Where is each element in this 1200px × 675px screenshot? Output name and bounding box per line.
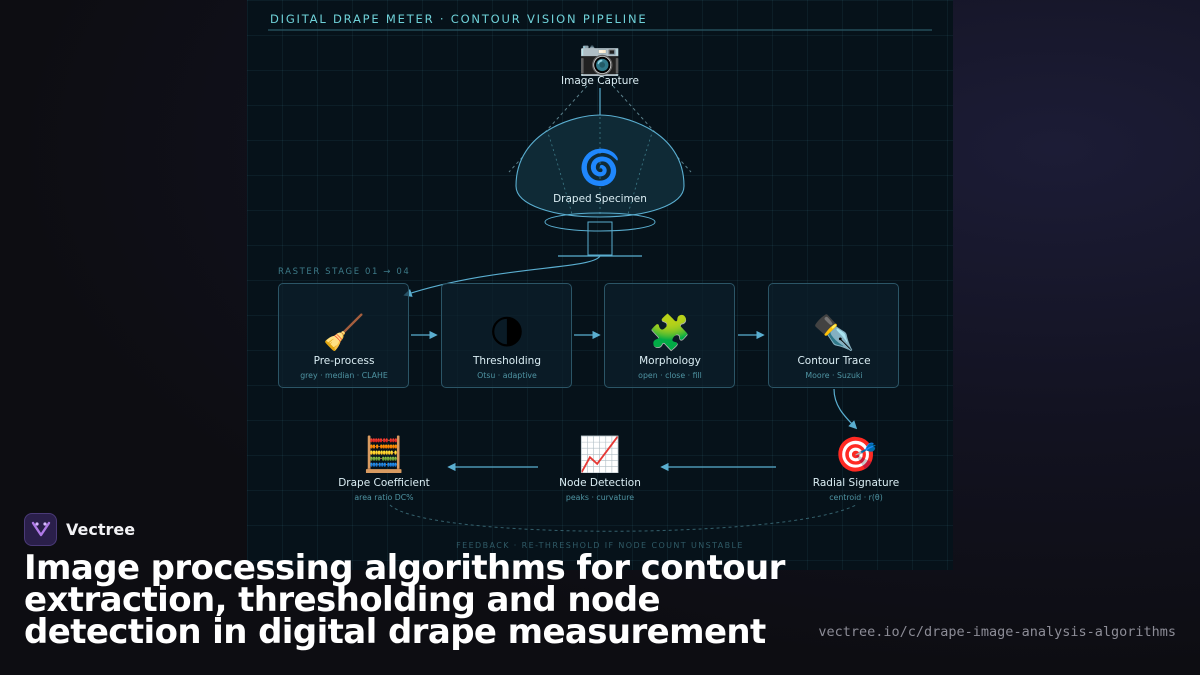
stage-morphology: 🧩 Morphology open · close · fill [595, 313, 745, 380]
output-drape-coefficient-sub: area ratio DC% [354, 493, 414, 502]
chart-up-icon: 📈 [578, 435, 622, 475]
specimen-dome [515, 114, 685, 218]
stage-contour-label: Contour Trace [797, 355, 871, 367]
stage-morphology-label: Morphology [639, 355, 701, 367]
stage-thresholding: 🌗 Thresholding Otsu · adaptive [432, 313, 582, 380]
pen-nib-icon: ✒️ [812, 313, 856, 353]
stage-morphology-sub: open · close · fill [638, 371, 702, 380]
diagram-connectors [268, 29, 932, 532]
stage-label: RASTER STAGE 01 → 04 [278, 267, 411, 277]
specimen-node: 🌀 Draped Specimen [525, 148, 675, 205]
output-radial-signature-label: Radial Signature [812, 477, 900, 489]
stage-box-preprocess [278, 283, 409, 388]
puzzle-icon: 🧩 [648, 313, 692, 353]
contour-to-radial-arrow [833, 388, 858, 430]
camera-icon: 📷 [578, 38, 622, 78]
stage-preprocess-label: Pre-process [313, 355, 375, 367]
specimen-label: Draped Specimen [553, 193, 647, 205]
panel-title: DIGITAL DRAPE METER · CONTOUR VISION PIP… [270, 12, 648, 26]
vectree-logo-icon [24, 512, 57, 546]
half-moon-icon: 🌗 [489, 313, 525, 353]
output-radial-signature: 🎯 Radial Signature centroid · r(θ) [781, 435, 931, 502]
stage-preprocess: 🧹 Pre-process grey · median · CLAHE [269, 313, 419, 380]
abacus-icon: 🧮 [362, 435, 406, 475]
stage-contour: ✒️ Contour Trace Moore · Suzuki [759, 313, 909, 380]
capture-node: 📷 Image Capture [525, 38, 675, 87]
output-node-detection: 📈 Node Detection peaks · curvature [525, 435, 675, 502]
feedback-label: FEEDBACK · RE-THRESHOLD IF NODE COUNT UN… [456, 541, 744, 550]
stage-box-morphology [604, 283, 735, 388]
output-node-detection-sub: peaks · curvature [565, 493, 635, 502]
specimen-disc [544, 212, 656, 232]
stage-thresholding-sub: Otsu · adaptive [477, 371, 537, 380]
stage-contour-sub: Moore · Suzuki [805, 371, 863, 380]
specimen-stand [587, 221, 613, 256]
target-icon: 🎯 [834, 435, 878, 475]
stage-thresholding-label: Thresholding [473, 355, 541, 367]
brand-name: Vectree [66, 519, 136, 539]
output-radial-signature-sub: centroid · r(θ) [829, 493, 883, 502]
output-drape-coefficient: 🧮 Drape Coefficient area ratio DC% [309, 435, 459, 502]
brand[interactable]: Vectree [24, 512, 135, 546]
stage-preprocess-sub: grey · median · CLAHE [300, 371, 388, 380]
output-drape-coefficient-label: Drape Coefficient [338, 477, 430, 489]
stage-box-thresholding [441, 283, 572, 388]
source-url[interactable]: vectree.io/c/drape-image-analysis-algori… [818, 624, 1176, 640]
specimen-to-preprocess-arrow [403, 255, 601, 297]
broom-icon: 🧹 [322, 313, 366, 353]
capture-label: Image Capture [561, 75, 639, 87]
pipeline-diagram: DIGITAL DRAPE METER · CONTOUR VISION PIP… [247, 0, 953, 570]
output-node-detection-label: Node Detection [559, 477, 641, 489]
feedback-arc [389, 504, 857, 532]
spiral-icon: 🌀 [578, 148, 622, 188]
stage-box-contour [768, 283, 899, 388]
headline: Image processing algorithms for contour … [24, 548, 785, 652]
specimen-folds [546, 117, 654, 217]
